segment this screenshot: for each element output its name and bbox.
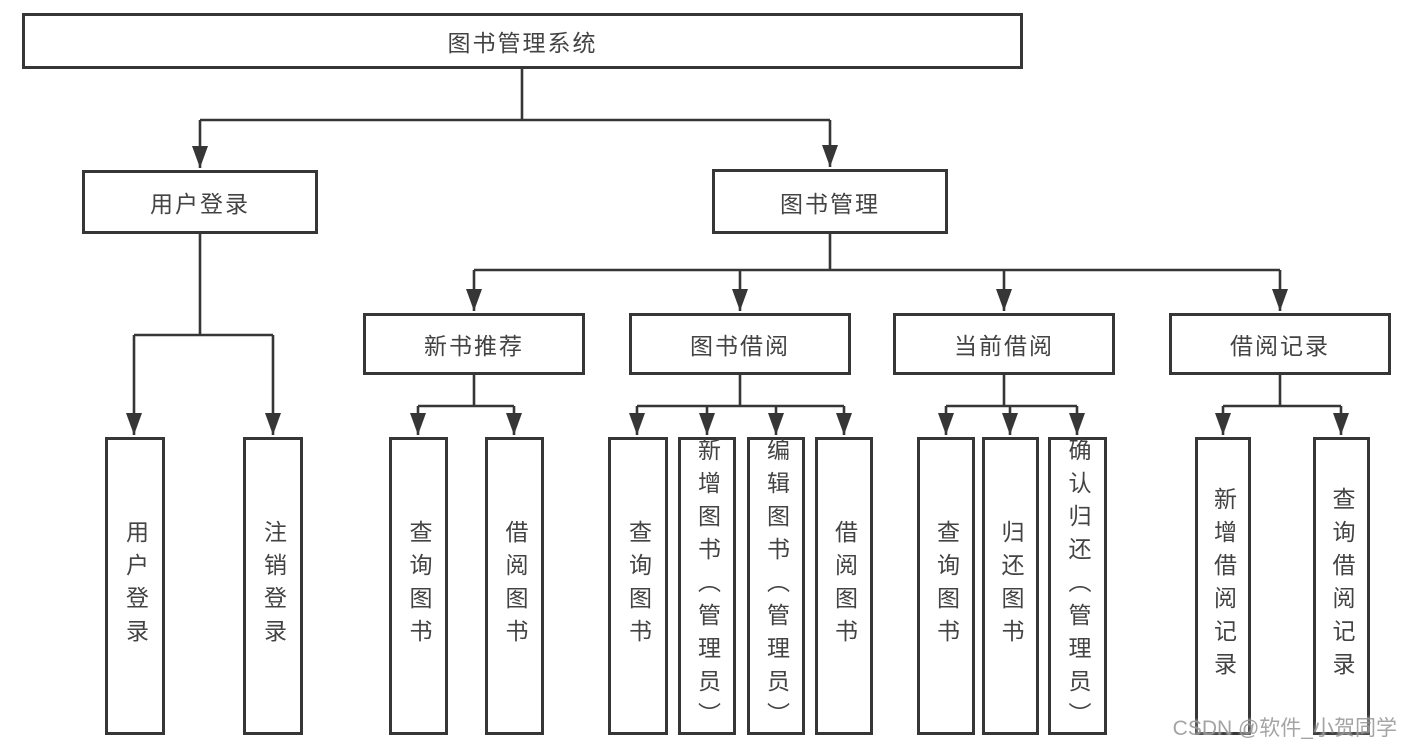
csdn-watermark: CSDN @软件_小贺同学	[1172, 717, 1397, 740]
node-label: 新增借阅记录	[1210, 487, 1237, 685]
leaf-borrow-books: 借阅图书	[815, 437, 873, 735]
node-label: 新书推荐	[424, 333, 524, 359]
node-library-management-system: 图书管理系统	[22, 13, 1023, 69]
leaf-confirm-return-admin: 确认归还（管理员）	[1048, 437, 1107, 735]
leaf-borrow-books-recommend: 借阅图书	[485, 437, 544, 735]
node-book-management: 图书管理	[712, 169, 948, 234]
node-label: 用户登录	[150, 191, 250, 217]
node-borrowing-records: 借阅记录	[1169, 313, 1391, 375]
leaf-logout: 注销登录	[243, 437, 303, 735]
node-label: 查询图书	[406, 520, 432, 652]
leaf-add-book-admin: 新增图书（管理员）	[678, 437, 736, 735]
node-label: 借阅图书	[831, 520, 858, 652]
leaf-query-books-current: 查询图书	[917, 437, 975, 735]
leaf-edit-book-admin: 编辑图书（管理员）	[747, 437, 805, 735]
node-label: 查询借阅记录	[1329, 487, 1355, 685]
node-label: 确认归还（管理员）	[1065, 437, 1091, 735]
node-label: 借阅图书	[502, 520, 528, 652]
node-label: 用户登录	[122, 520, 149, 652]
leaf-user-login: 用户登录	[105, 437, 165, 735]
node-label: 图书借阅	[690, 333, 790, 359]
leaf-query-books-borrow: 查询图书	[608, 437, 668, 735]
node-book-borrowing: 图书借阅	[629, 313, 851, 375]
node-label: 图书管理	[780, 190, 880, 217]
leaf-query-books-recommend: 查询图书	[389, 437, 448, 735]
node-label: 新增图书（管理员）	[694, 437, 721, 735]
node-user-login: 用户登录	[82, 170, 318, 234]
leaf-query-borrow-record: 查询借阅记录	[1313, 437, 1370, 735]
node-label: 图书管理系统	[447, 30, 598, 56]
node-label: 编辑图书（管理员）	[763, 437, 790, 735]
node-label: 查询图书	[933, 520, 960, 652]
leaf-add-borrow-record: 新增借阅记录	[1195, 437, 1251, 735]
node-current-borrowing: 当前借阅	[893, 313, 1115, 375]
node-label: 注销登录	[260, 520, 287, 652]
node-label: 借阅记录	[1230, 333, 1330, 359]
node-label: 归还图书	[998, 520, 1024, 652]
leaf-return-book: 归还图书	[982, 437, 1039, 735]
node-new-book-recommendation: 新书推荐	[363, 313, 585, 375]
node-label: 当前借阅	[954, 333, 1054, 359]
node-label: 查询图书	[625, 520, 652, 652]
